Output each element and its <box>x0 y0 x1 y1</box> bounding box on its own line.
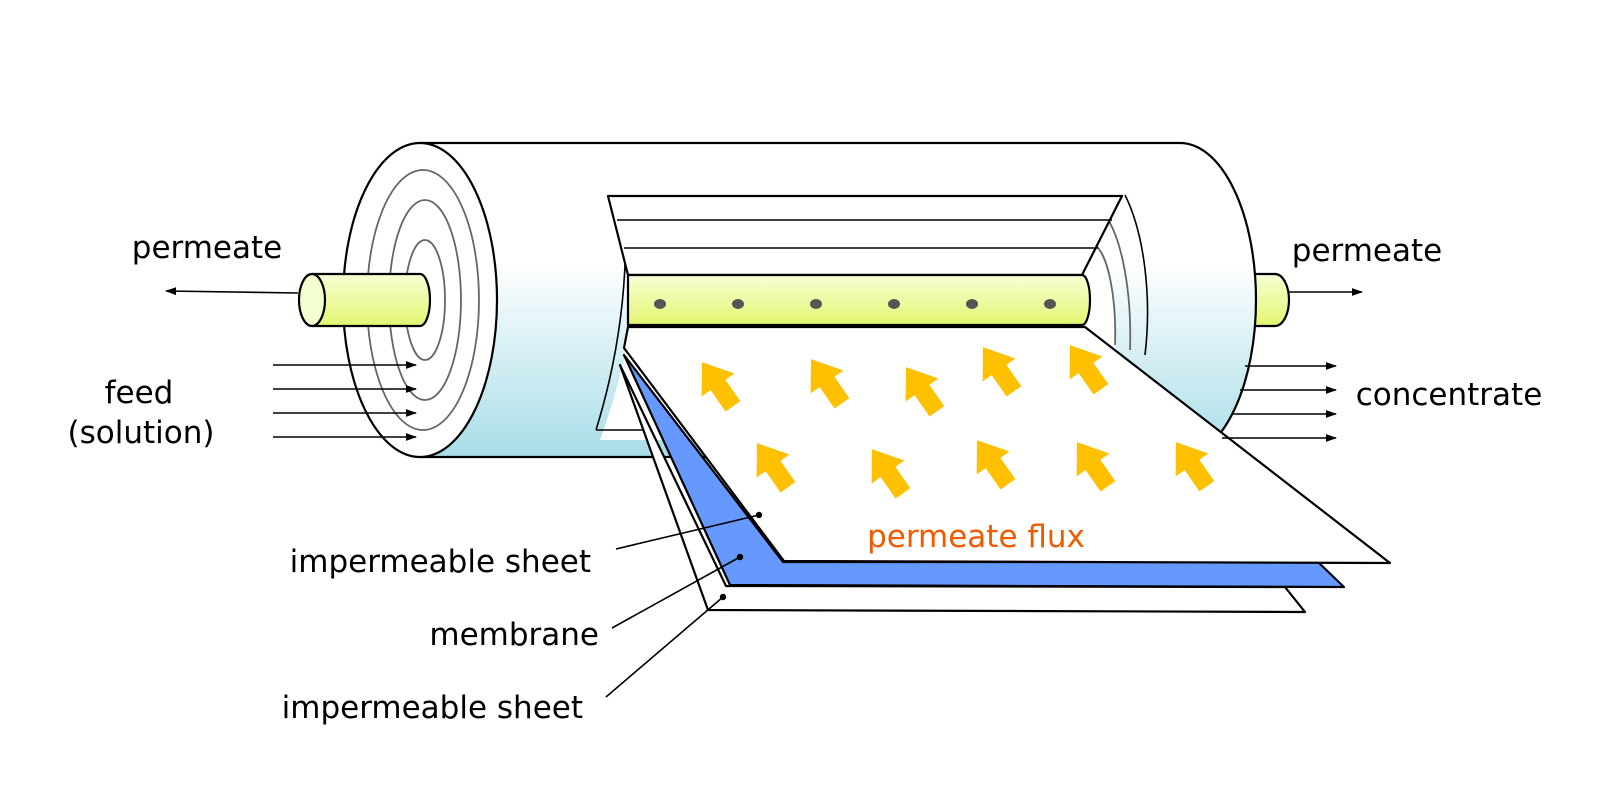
permeate-tube-left <box>297 272 432 328</box>
concentrate-out-arrows <box>1222 362 1338 442</box>
leader-membrane <box>611 553 744 629</box>
yellow-up-arrow-icon <box>905 367 945 417</box>
yellow-up-arrow-icon <box>701 362 741 412</box>
label-permeate-right: permeate <box>1292 233 1442 269</box>
yellow-up-arrow-icon <box>871 449 911 499</box>
label-impermeable-sheet-top: impermeable sheet <box>290 544 591 580</box>
yellow-up-arrow-icon <box>756 443 796 493</box>
permeate-out-left-arrow <box>164 287 299 296</box>
label-permeate-flux: permeate flux <box>867 519 1085 555</box>
yellow-up-arrow-icon <box>976 440 1016 490</box>
label-feed-solution: (solution) <box>68 415 215 451</box>
leader-impermeable-sheet-top <box>615 511 763 550</box>
yellow-up-arrow-icon <box>1076 442 1116 492</box>
central-collection-tube <box>626 273 1092 327</box>
label-membrane: membrane <box>429 617 599 653</box>
yellow-up-arrow-icon <box>810 359 850 409</box>
yellow-up-arrow-icon <box>1069 345 1109 395</box>
label-feed: feed <box>105 375 174 411</box>
tube-holes <box>654 299 1056 309</box>
membrane-layer <box>622 353 1346 589</box>
yellow-up-arrow-icon <box>982 347 1022 397</box>
yellow-up-arrow-icon <box>1175 442 1215 492</box>
label-permeate-left: permeate <box>132 230 282 266</box>
permeate-flux-arrows <box>701 345 1215 499</box>
label-impermeable-sheet-bottom: impermeable sheet <box>282 690 583 726</box>
feed-in-arrows <box>273 361 418 441</box>
leader-lines <box>605 511 763 698</box>
leader-impermeable-sheet-bottom <box>605 593 727 698</box>
label-concentrate: concentrate <box>1356 377 1543 413</box>
unwound-leaves <box>606 194 1124 277</box>
